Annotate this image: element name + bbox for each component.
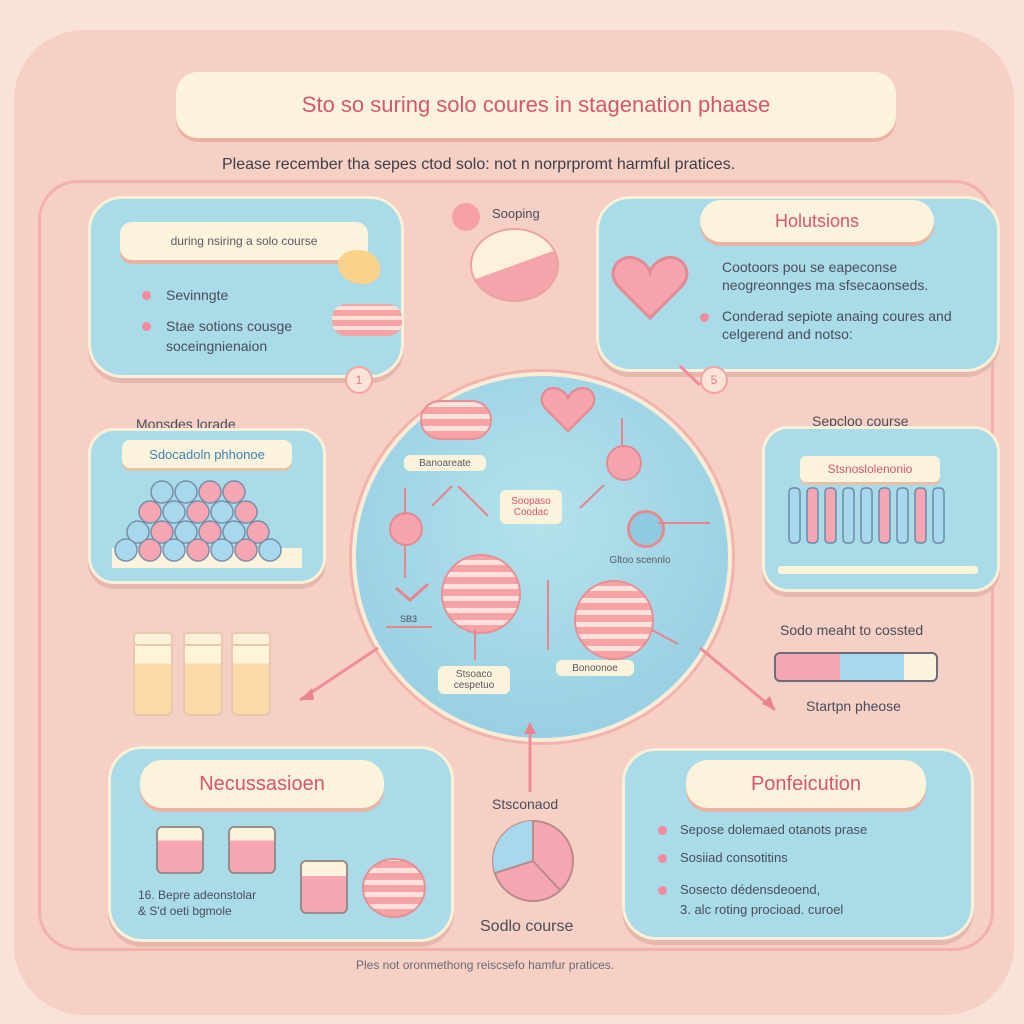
bullet [658, 826, 667, 835]
bottom-right-header-text: Ponfeicution [750, 772, 862, 795]
jar-icon [133, 632, 173, 716]
right-top-header: Holutsions [700, 200, 934, 242]
node-dot-icon [606, 445, 642, 481]
striped-disc-icon [362, 858, 426, 918]
step-marker-label: 1 [355, 373, 363, 387]
bottom-left-header-text: Necussasioen [199, 772, 325, 795]
jar-icon [183, 632, 223, 716]
node-dot-icon [627, 510, 665, 548]
footer-text: Ples not oronmethong reiscsefo hamfur pr… [356, 958, 615, 972]
jar-icon [231, 632, 271, 716]
cup-icon [228, 826, 276, 874]
striped-disc-icon [441, 554, 521, 634]
bullet [700, 313, 709, 322]
center-label: Bonoonoe [556, 660, 634, 676]
page-title-banner: Sto so suring solo coures in stagenation… [176, 72, 896, 138]
page-title: Sto so suring solo coures in stagenation… [301, 92, 771, 117]
bottom-right-item: Sosecto dédensdeoend, [680, 882, 821, 897]
top-center-label: Sooping [492, 206, 540, 221]
center-process-circle [352, 372, 732, 742]
bullet [658, 854, 667, 863]
bottom-left-note: & S'd oeti bgmole [138, 904, 232, 918]
subtitle: Please recember tha sepes ctod solo: not… [222, 156, 736, 173]
right-mid-pill-text: Stsnoslolenonio [827, 462, 913, 476]
cup-icon [156, 826, 204, 874]
center-small-label: SB3 [400, 614, 418, 624]
step-marker-label: 5 [710, 373, 718, 387]
bottom-center-label-bottom: Sodlo course [480, 918, 574, 935]
divider-bar [778, 566, 978, 574]
center-label: Gltoo scennlo [609, 554, 671, 566]
step-marker-5: 5 [700, 366, 728, 394]
left-top-item: soceingnienaion [166, 338, 268, 354]
striped-pie-icon [574, 580, 654, 660]
bullet [142, 291, 151, 300]
bottom-left-note: 16. Bepre adeonstolar [138, 888, 257, 902]
center-label: Soopaso Coodac [500, 490, 562, 524]
center-label: Stsoaco cespetuo [438, 666, 510, 694]
heart-icon [538, 384, 598, 434]
left-top-item: Stae sotions cousge [166, 318, 293, 334]
right-mid-heading: Sepcloo course [812, 413, 909, 429]
right-mid-pill: Stsnoslolenonio [800, 456, 940, 482]
pie-icon [490, 818, 576, 904]
pill-pile-icon [112, 478, 302, 573]
right-low-caption: Startpn pheose [806, 698, 901, 714]
center-label: Banoareate [404, 455, 486, 471]
test-tubes-icon [785, 486, 955, 546]
right-top-item: Conderad sepiote anaing coures and celge… [722, 308, 952, 342]
left-top-item: Sevinngte [166, 287, 229, 303]
bottom-left-header: Necussasioen [140, 760, 384, 808]
bullet [658, 886, 667, 895]
left-mid-pill: Sdocadoln phhonoe [122, 440, 292, 468]
cup-icon [300, 860, 348, 914]
left-top-header: during nsiring a solo course [120, 222, 368, 260]
bottom-right-item: Sepose dolemaed otanots prase [680, 822, 868, 837]
left-top-header-text: during nsiring a solo course [170, 234, 318, 248]
right-top-item: Cootoors pou se eapeconse neogreonnges m… [722, 259, 929, 293]
star-icon [338, 250, 380, 284]
right-low-heading: Sodo meaht to cossted [780, 622, 924, 638]
bullet [142, 322, 151, 331]
bottom-right-item: 3. alc roting procioad. curoel [680, 902, 844, 917]
bottom-right-header: Ponfeicution [686, 760, 926, 808]
striped-disc-icon [420, 400, 492, 440]
segment-bar-icon [774, 652, 938, 682]
right-top-header-text: Holutsions [774, 210, 860, 231]
capsule-icon [470, 228, 559, 302]
bottom-right-item: Sosiiad consotitins [680, 850, 788, 865]
bottom-center-label-top: Stsconaod [492, 796, 559, 812]
heart-icon [610, 252, 690, 322]
left-mid-pill-text: Sdocadoln phhonoe [149, 446, 265, 462]
pink-pill-icon [332, 304, 402, 336]
step-marker-1: 1 [345, 366, 373, 394]
top-dot-icon [452, 203, 480, 231]
